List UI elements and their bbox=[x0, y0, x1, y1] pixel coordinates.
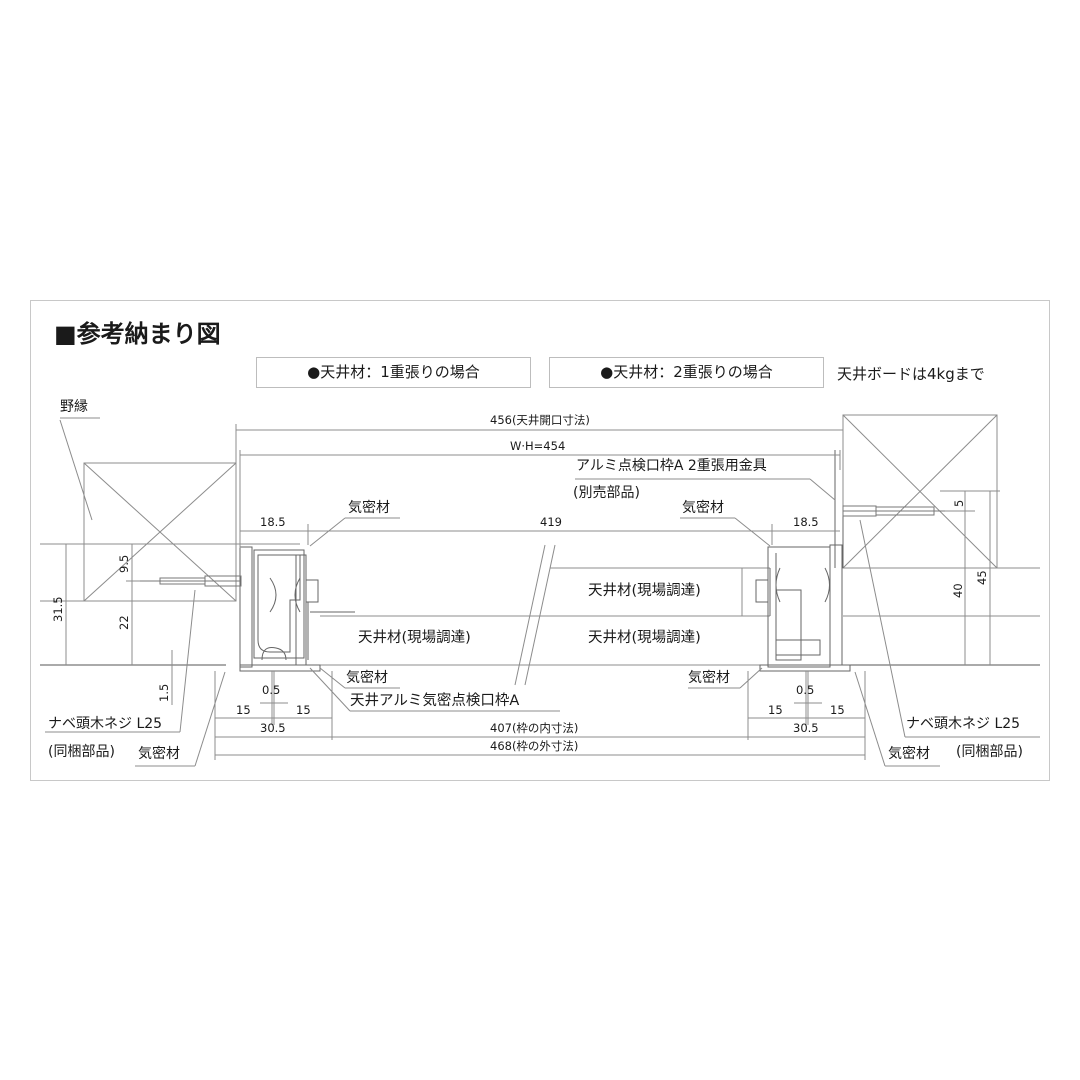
right-bracket bbox=[834, 450, 844, 568]
case-double-layer-label: ●天井材：2重張りの場合 bbox=[600, 363, 773, 381]
product-name-label: 天井アルミ気密点検口枠A bbox=[350, 693, 520, 709]
dim-wh: W·H=454 bbox=[510, 439, 566, 453]
dim-right-5: 5 bbox=[952, 499, 966, 507]
case-double-layer-box: ●天井材：2重張りの場合 bbox=[549, 357, 824, 388]
dim-right-45: 45 bbox=[975, 570, 989, 585]
screw-right-label-line2: (同梱部品) bbox=[956, 744, 1023, 760]
dim-right-15b: 15 bbox=[830, 703, 845, 717]
dim-left-15b: 15 bbox=[296, 703, 311, 717]
dim-left-gap-half: 0.5 bbox=[262, 683, 281, 697]
ceiling-material-right-lower: 天井材(現場調達) bbox=[588, 630, 701, 646]
bracket-label-line1: アルミ点検口枠A 2重張用金具 bbox=[576, 458, 767, 474]
dim-opening: 456(天井開口寸法) bbox=[490, 413, 590, 427]
dim-left-15a: 15 bbox=[236, 703, 251, 717]
dim-right-40: 40 bbox=[951, 583, 965, 598]
dim-left-upper: 9.5 bbox=[117, 554, 131, 573]
airtight-seal-right-inner-label: 気密材 bbox=[688, 670, 730, 686]
dim-left-gap: 1.5 bbox=[157, 683, 171, 702]
joist-label: 野縁 bbox=[60, 399, 88, 415]
airtight-seal-left-top-label: 気密材 bbox=[348, 500, 390, 516]
dim-left-total-height: 31.5 bbox=[51, 596, 65, 622]
page-title: ■参考納まり図 bbox=[54, 320, 221, 348]
left-frame-profile bbox=[239, 546, 355, 672]
ceiling-board-weight-note: 天井ボードは4kgまで bbox=[837, 365, 985, 383]
case-single-layer-label: ●天井材：1重張りの場合 bbox=[307, 363, 480, 381]
right-frame-profile bbox=[755, 544, 851, 672]
screw-right-label-line1: ナベ頭木ネジ L25 bbox=[906, 716, 1021, 732]
ceiling-material-right-upper: 天井材(現場調達) bbox=[588, 583, 701, 599]
airtight-seal-right-top-label: 気密材 bbox=[682, 500, 724, 516]
screw-left-label-line2: (同梱部品) bbox=[48, 744, 115, 760]
screw-left-label-line1: ナベ頭木ネジ L25 bbox=[48, 716, 163, 732]
left-screw bbox=[140, 575, 242, 587]
ceiling-material-left: 天井材(現場調達) bbox=[358, 630, 471, 646]
right-screw bbox=[842, 505, 945, 517]
diagram-frame bbox=[30, 300, 1050, 781]
airtight-seal-left-outer-label: 気密材 bbox=[138, 746, 180, 762]
dim-right-15a: 15 bbox=[768, 703, 783, 717]
airtight-seal-left-inner-label: 気密材 bbox=[346, 670, 388, 686]
dim-right-305: 30.5 bbox=[793, 721, 819, 735]
dim-inner-frame: 407(枠の内寸法) bbox=[490, 721, 579, 735]
bracket-label-line2: (別売部品) bbox=[573, 485, 640, 501]
dim-left-flange: 18.5 bbox=[260, 515, 286, 529]
dim-right-gap-half: 0.5 bbox=[796, 683, 815, 697]
dim-left-lower: 22 bbox=[117, 615, 131, 630]
dim-outer-frame: 468(枠の外寸法) bbox=[490, 739, 579, 753]
case-single-layer-box: ●天井材：1重張りの場合 bbox=[256, 357, 531, 388]
airtight-seal-right-outer-label: 気密材 bbox=[888, 746, 930, 762]
dim-left-305: 30.5 bbox=[260, 721, 286, 735]
dim-right-flange: 18.5 bbox=[793, 515, 819, 529]
dim-inner-span: 419 bbox=[540, 515, 562, 529]
